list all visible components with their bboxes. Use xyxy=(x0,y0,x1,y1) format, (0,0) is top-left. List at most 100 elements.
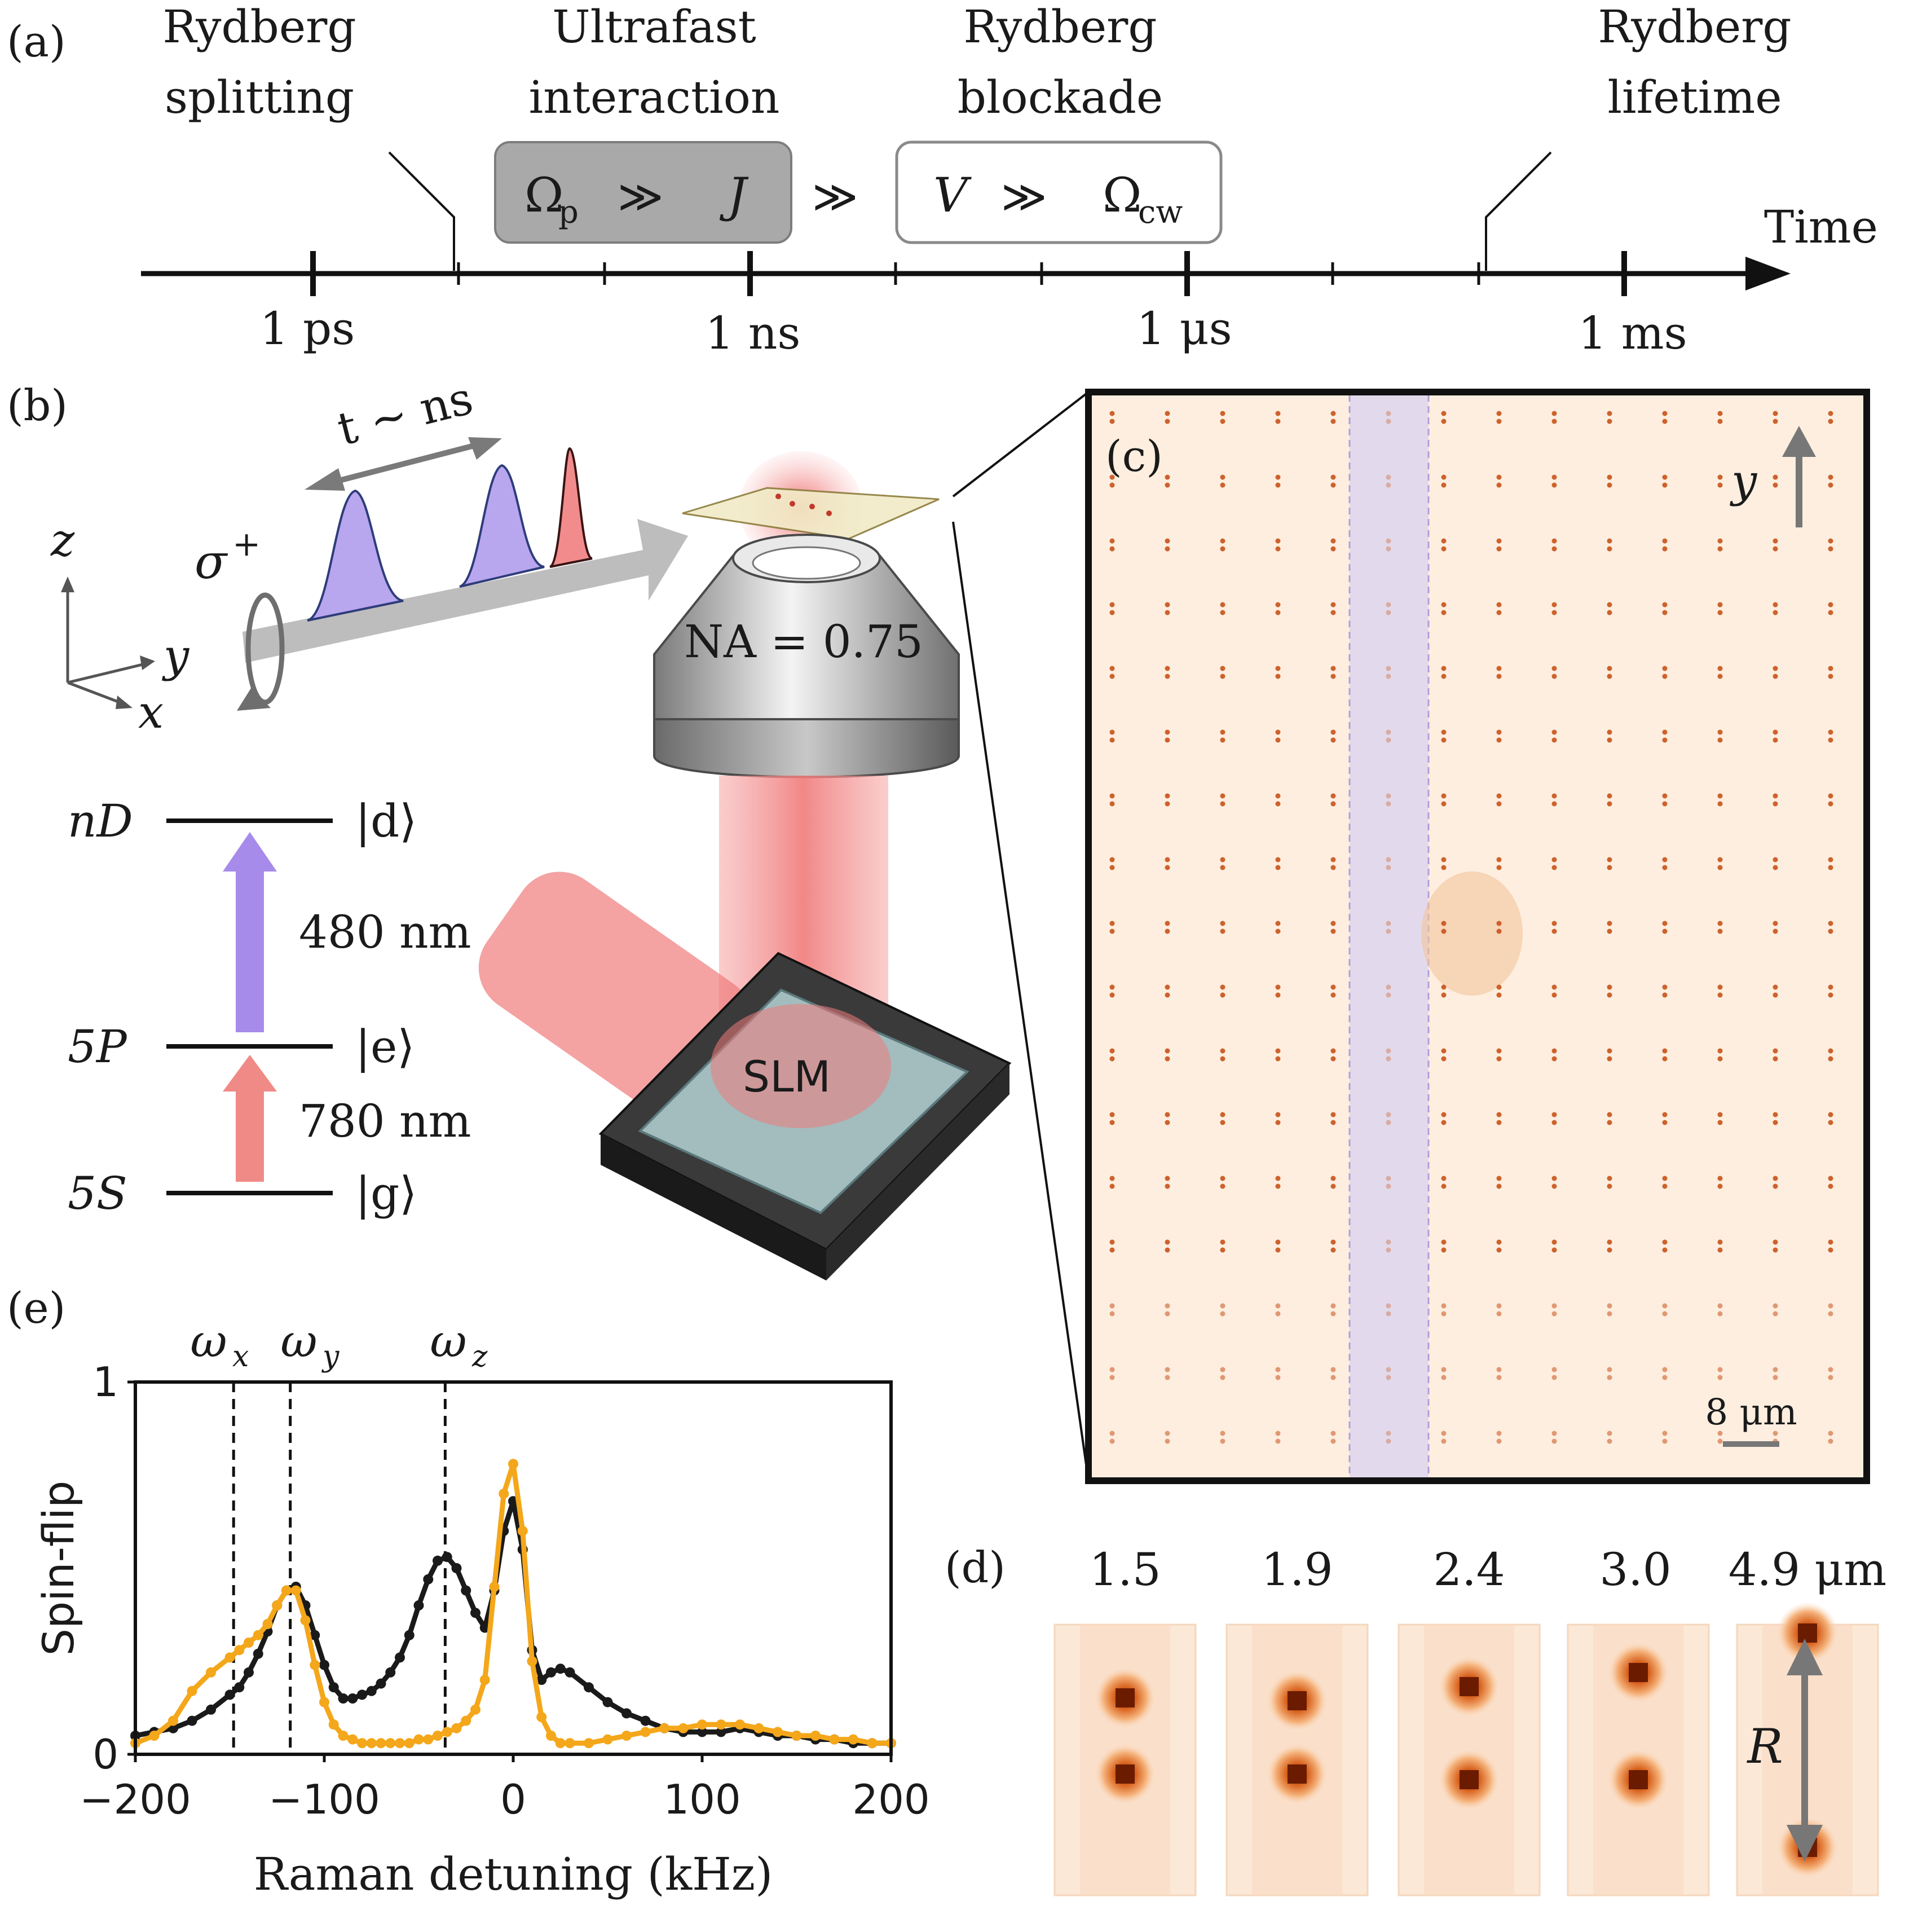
atom-spot xyxy=(1662,1120,1668,1125)
atom-spot xyxy=(1717,546,1723,552)
atom-spot xyxy=(1496,729,1502,735)
atom-spot xyxy=(1386,984,1391,990)
atom-spot xyxy=(1662,1056,1668,1062)
series-0-point xyxy=(584,1682,594,1693)
atom-spot xyxy=(1330,1239,1336,1245)
atom-spot xyxy=(1551,546,1557,552)
atom-spot xyxy=(1165,602,1170,608)
atom-spot xyxy=(1662,1239,1668,1245)
atom-spot xyxy=(1773,1311,1778,1317)
atom-spot xyxy=(1220,865,1225,870)
atom-spot xyxy=(1662,1183,1668,1189)
atom-spot xyxy=(1717,1303,1723,1309)
header-ultrafast-line1: Ultrafast xyxy=(552,1,756,53)
atom-spot xyxy=(1275,546,1281,552)
atom-spot xyxy=(1496,1431,1502,1436)
series-0-point xyxy=(433,1555,443,1566)
atom-spot xyxy=(1220,411,1225,416)
series-1-point xyxy=(413,1734,424,1745)
atom-spot xyxy=(1551,474,1557,480)
atom-spot xyxy=(1109,984,1115,990)
atom-spot xyxy=(1109,992,1115,998)
atom-spot xyxy=(1441,1367,1447,1372)
atom-spot xyxy=(1717,1239,1723,1245)
atom-spot xyxy=(1275,419,1281,424)
atom-spot xyxy=(1773,1120,1778,1125)
series-0-point xyxy=(621,1708,632,1719)
atom-spot xyxy=(1717,1311,1723,1317)
atom-spot xyxy=(1828,1112,1833,1117)
atom-spot xyxy=(1275,793,1281,799)
series-0-point xyxy=(319,1660,329,1670)
atom-spot xyxy=(1607,419,1612,424)
objective-na-label: NA = 0.75 xyxy=(684,615,923,668)
atom-spot xyxy=(1441,1438,1447,1444)
atom-spot xyxy=(1330,482,1336,488)
atom-spot xyxy=(1109,857,1115,862)
series-1-point xyxy=(300,1615,311,1626)
atom-spot xyxy=(1607,1239,1612,1245)
series-1-point xyxy=(328,1719,339,1730)
series-0-point xyxy=(697,1727,707,1737)
atom-spot xyxy=(1220,1438,1225,1444)
atom-spot xyxy=(1607,984,1612,990)
series-0-point xyxy=(234,1682,245,1693)
vline-sub-y: y xyxy=(321,1340,340,1374)
xtick-label-m100: −100 xyxy=(268,1776,380,1823)
atom-spot xyxy=(1551,1056,1557,1062)
series-1-point xyxy=(433,1731,443,1741)
atom-spot xyxy=(1607,729,1612,735)
atom-spot xyxy=(1330,411,1336,416)
series-1-point xyxy=(527,1656,537,1666)
atom-spot xyxy=(1496,538,1502,544)
atom-spot xyxy=(1275,921,1281,926)
series-1-point xyxy=(517,1526,528,1536)
atom-spot xyxy=(1662,602,1668,608)
box-blockade xyxy=(895,140,1223,244)
atom-spot xyxy=(1496,921,1502,926)
atom-spot xyxy=(1828,411,1833,416)
series-1-point xyxy=(253,1630,263,1640)
atom-spot xyxy=(1330,857,1336,862)
atom-spot xyxy=(1330,1247,1336,1253)
atom-spot xyxy=(1828,1311,1833,1317)
atom-spot xyxy=(1717,1183,1723,1189)
header-splitting-line2: splitting xyxy=(165,71,354,124)
atom-spot xyxy=(1275,1438,1281,1444)
tick-label-ps: 1 ps xyxy=(260,302,355,355)
series-0-point xyxy=(404,1630,415,1640)
series-1-point xyxy=(442,1727,452,1737)
atom-spot xyxy=(1220,419,1225,424)
atom-spot xyxy=(1386,666,1391,671)
atom-spot xyxy=(1551,1375,1557,1380)
atom-spot xyxy=(1441,411,1447,416)
box-blockade-left: V xyxy=(933,168,972,223)
series-1-point xyxy=(187,1685,197,1696)
series-1-point xyxy=(234,1645,245,1656)
atom-spot xyxy=(1220,857,1225,862)
atom-spot xyxy=(1330,1056,1336,1062)
series-1-point xyxy=(716,1719,726,1730)
atom-spot xyxy=(1441,1247,1447,1253)
atom-spot xyxy=(1165,737,1170,743)
atom-spot xyxy=(1220,1303,1225,1309)
atom-spot xyxy=(1220,984,1225,990)
atom-spot xyxy=(1275,1303,1281,1309)
series-1-point xyxy=(272,1600,283,1610)
atom-spot xyxy=(1109,1048,1115,1054)
header-lifetime-line1: Rydberg xyxy=(1598,1,1791,53)
atom-spot xyxy=(1165,1120,1170,1125)
atom-spot xyxy=(1828,1438,1833,1444)
box-ultrafast xyxy=(494,141,792,244)
atom-spot xyxy=(1607,793,1612,799)
polarization-label: σ xyxy=(195,534,228,589)
atom-spot xyxy=(1220,538,1225,544)
vline-label-x: ω xyxy=(190,1315,227,1367)
atom-spot xyxy=(1662,1431,1668,1436)
atom-spot xyxy=(1275,1311,1281,1317)
atom-spot xyxy=(1773,419,1778,424)
box-ultrafast-relation: ≫ xyxy=(618,171,664,222)
atom-spot xyxy=(1496,411,1502,416)
atom-spot xyxy=(1109,921,1115,926)
atom-spot xyxy=(1109,546,1115,552)
